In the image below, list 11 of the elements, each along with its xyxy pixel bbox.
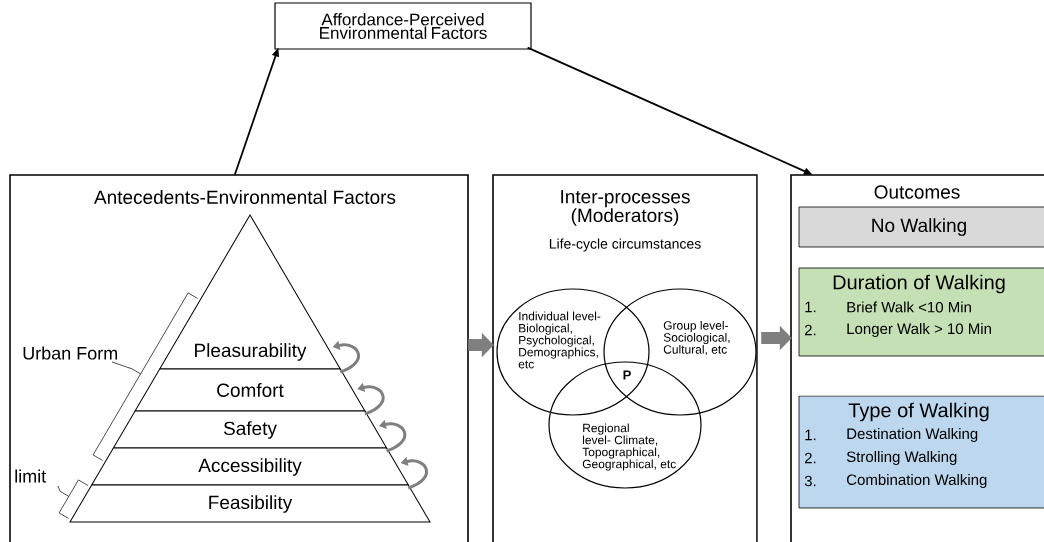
pyramid-layer: Feasibility: [69, 484, 431, 523]
outcome-box: No Walking: [798, 206, 1044, 248]
pyramid-layer: Accessibility: [91, 447, 409, 486]
pyramid-layer: Comfort: [134, 368, 366, 412]
outcome-box: Duration of Walking 1. Brief Walk <10 Min 2. Longer Walk > 10 Min: [798, 267, 1044, 357]
bracket-label: limit: [15, 469, 47, 483]
overlap-label: P: [623, 370, 631, 380]
bracket-label: Urban Form: [23, 346, 117, 360]
process-box: Affordance-Perceived Environmental Factors: [274, 2, 532, 50]
pyramid-layer: Safety: [112, 410, 388, 449]
outcome-box: Type of Walking 1. Destination Walking 2. Strolling Walking 3. Combination Walking: [798, 395, 1044, 509]
